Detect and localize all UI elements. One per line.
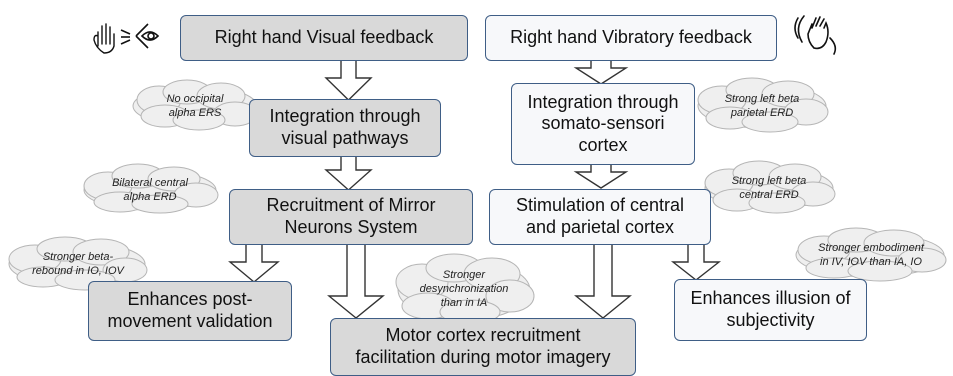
box-visual-feedback: Right hand Visual feedback (180, 15, 468, 61)
hand-icon (93, 23, 115, 54)
cloud-bilateral-text: Bilateral central alpha ERD (112, 177, 188, 203)
arrow-mirror-to-motor (327, 243, 385, 319)
cloud-central-erd (704, 160, 836, 214)
cloud-desync (395, 253, 535, 325)
box-post-movement: Enhances post- movement validation (88, 281, 292, 341)
cloud-beta-rebound-text: Stronger beta- rebound in IO, IOV (32, 251, 124, 277)
cloud-parietal-text: Strong left beta parietal ERD (724, 93, 800, 119)
cloud-bilateral (83, 163, 219, 214)
cloud-parietal (697, 77, 829, 133)
arrow-somato-to-central (573, 163, 629, 189)
box-vibratory-feedback: Right hand Vibratory feedback (485, 15, 777, 61)
box-central-parietal: Stimulation of central and parietal cort… (489, 189, 711, 245)
cloud-occipital (132, 79, 258, 131)
cloud-beta-rebound (8, 236, 148, 291)
cloud-central-erd-text: Strong left beta central ERD (731, 175, 807, 201)
arrow-mirror-to-postmovement (228, 243, 280, 283)
box-somato-cortex: Integration through somato-sensori corte… (511, 83, 695, 165)
box-mirror-neurons: Recruitment of Mirror Neurons System (229, 189, 473, 245)
eye-icon (135, 23, 160, 49)
cloud-occipital-text: No occipital alpha ERS (166, 93, 224, 119)
box-motor-cortex: Motor cortex recruitment facilitation du… (330, 318, 636, 376)
cloud-desync-text: Stronger desynchronization than in IA (419, 269, 509, 309)
arrow-vibratory-to-somato (573, 59, 629, 85)
box-subjectivity: Enhances illusion of subjectivity (674, 279, 867, 341)
cloud-embodiment-text: Stronger embodiment in IV, IOV than IA, … (818, 242, 924, 268)
cloud-embodiment (795, 227, 947, 282)
box-visual-pathways: Integration through visual pathways (249, 99, 441, 157)
arrow-central-to-motor (574, 243, 632, 319)
arrow-pathways-to-mirror (324, 155, 373, 191)
vibrating-hand-icon (794, 15, 837, 55)
arrow-visual-to-pathways (324, 59, 373, 101)
lines-icon (120, 29, 131, 45)
arrow-central-to-subjectivity (670, 243, 722, 281)
